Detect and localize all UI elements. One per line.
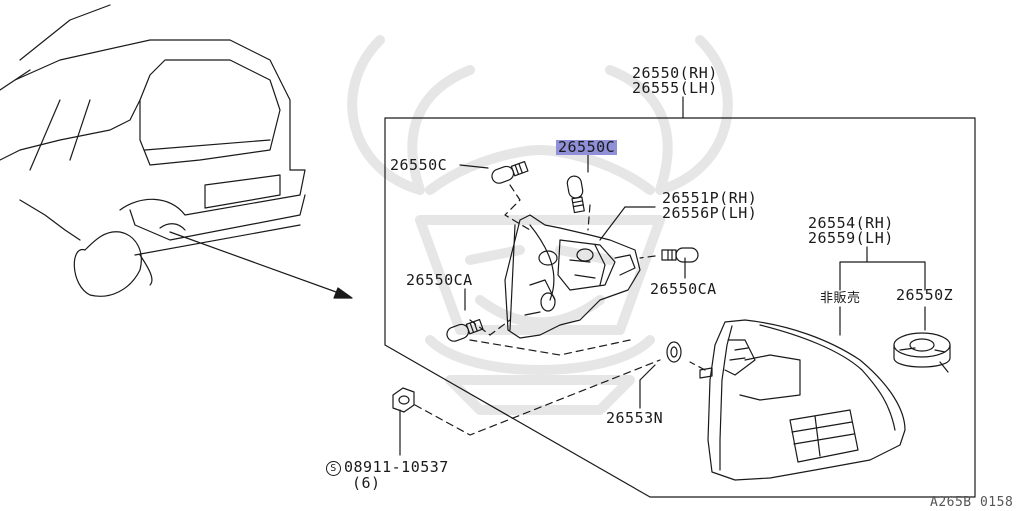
bulb-icon <box>491 160 529 184</box>
pointer-arrow <box>169 231 353 299</box>
label-bulb-26550ca-left: 26550CA <box>406 271 473 289</box>
label-assembly-rh: 26550(RH) <box>632 64 718 82</box>
bulb-icon <box>661 247 699 263</box>
vehicle-rear-icon <box>0 4 306 297</box>
sealant-roll-icon <box>893 332 951 373</box>
label-not-for-sale: 非販売 <box>820 291 861 306</box>
s-circle-symbol: S <box>326 461 341 476</box>
leader-lines <box>399 96 926 456</box>
lens-icon <box>707 319 906 481</box>
label-lens-lh: 26559(LH) <box>808 229 894 247</box>
assembly-frame <box>384 117 976 498</box>
dashed-connections <box>414 184 706 436</box>
label-assembly-lh: 26555(LH) <box>632 79 718 97</box>
label-bulb-26550c-highlighted[interactable]: 26550C <box>556 138 618 156</box>
label-nut-part: 08911-10537 <box>344 458 449 476</box>
label-nut-qty: (6) <box>352 474 381 492</box>
washer-icon <box>666 341 713 379</box>
label-washer: 26553N <box>606 409 664 427</box>
label-socket-lh: 26556P(LH) <box>662 204 758 222</box>
label-sealant: 26550Z <box>896 286 954 304</box>
label-lens-rh: 26554(RH) <box>808 214 894 232</box>
nut-icon <box>392 387 415 413</box>
bulb-icon <box>566 175 585 214</box>
label-bulb-26550ca-right: 26550CA <box>650 280 717 298</box>
bulb-icon <box>446 318 484 342</box>
label-bulb-26550c: 26550C <box>390 156 448 174</box>
figure-code: A265B 0158 <box>930 495 1014 510</box>
label-socket-rh: 26551P(RH) <box>662 189 758 207</box>
tail-lamp-housing-icon <box>504 214 641 339</box>
